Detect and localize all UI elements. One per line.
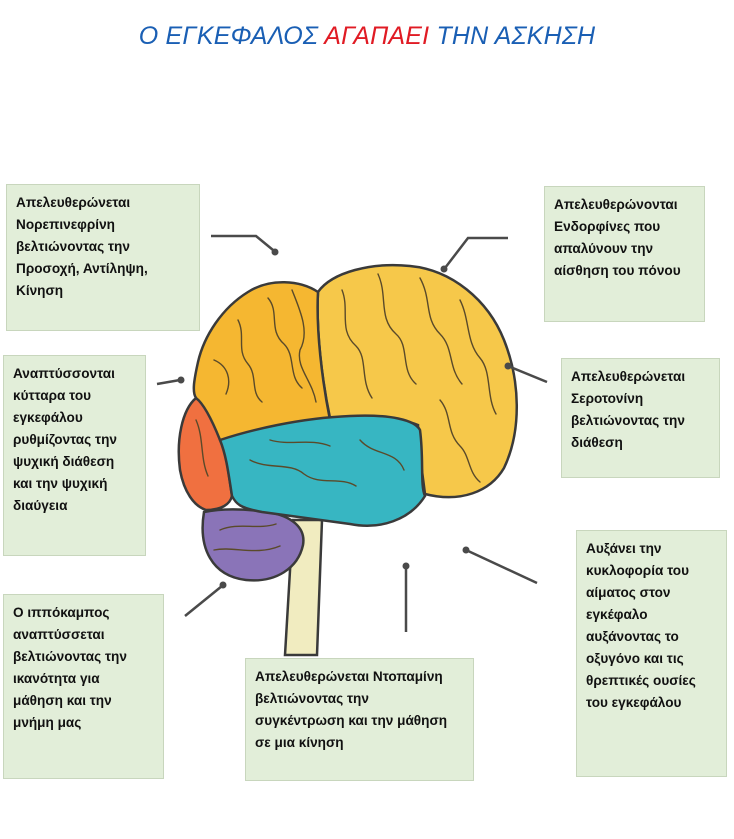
box-blood-flow: Αυξάνει την κυκλοφορία του αίματος στον … (576, 530, 727, 777)
temporal-lobe (218, 414, 427, 527)
title-part-3: ΤΗΝ ΑΣΚΗΣΗ (429, 22, 596, 50)
pointer-dots (177, 248, 512, 589)
gyri-lines (195, 273, 497, 552)
title-part-1: Ο ΕΓΚΕΦΑΛΟΣ (138, 22, 325, 50)
title-highlight: ΑΓΑΠΑΕΙ (324, 22, 430, 50)
box-hippocampus: Ο ιππόκαμπος αναπτύσσεται βελτιώνοντας τ… (3, 594, 164, 779)
box-cells: Αναπτύσσονται κύτταρα του εγκεφάλου ρυθμ… (3, 355, 146, 556)
box-endorphins: Απελευθερώνονται Ενδορφίνες που απαλύνου… (544, 186, 705, 322)
occipital-lobe (177, 396, 234, 512)
pointer-endorphins (444, 236, 508, 269)
box-norepinephrine: Απελευθερώνεται Νορεπινεφρίνη βελτιώνοντ… (6, 184, 200, 331)
pointer-serotonin (507, 364, 548, 384)
pointer-norepinephrine (211, 234, 274, 251)
pointer-cells (156, 378, 181, 386)
pointer-hippocampus (184, 585, 223, 617)
pointer-blood-flow (465, 548, 538, 585)
cerebellum (201, 508, 305, 582)
pointer-lines (156, 234, 548, 632)
box-dopamine: Απελευθερώνεται Ντοπαμίνη βελτιώνοντας τ… (245, 658, 474, 781)
page-title: Ο ΕΓΚΕΦΑΛΟΣ ΑΓΑΠΑΕΙ ΤΗΝ ΑΣΚΗΣΗ (0, 22, 734, 51)
box-serotonin: Απελευθερώνεται Σεροτονίνη βελτιώνοντας … (561, 358, 720, 478)
